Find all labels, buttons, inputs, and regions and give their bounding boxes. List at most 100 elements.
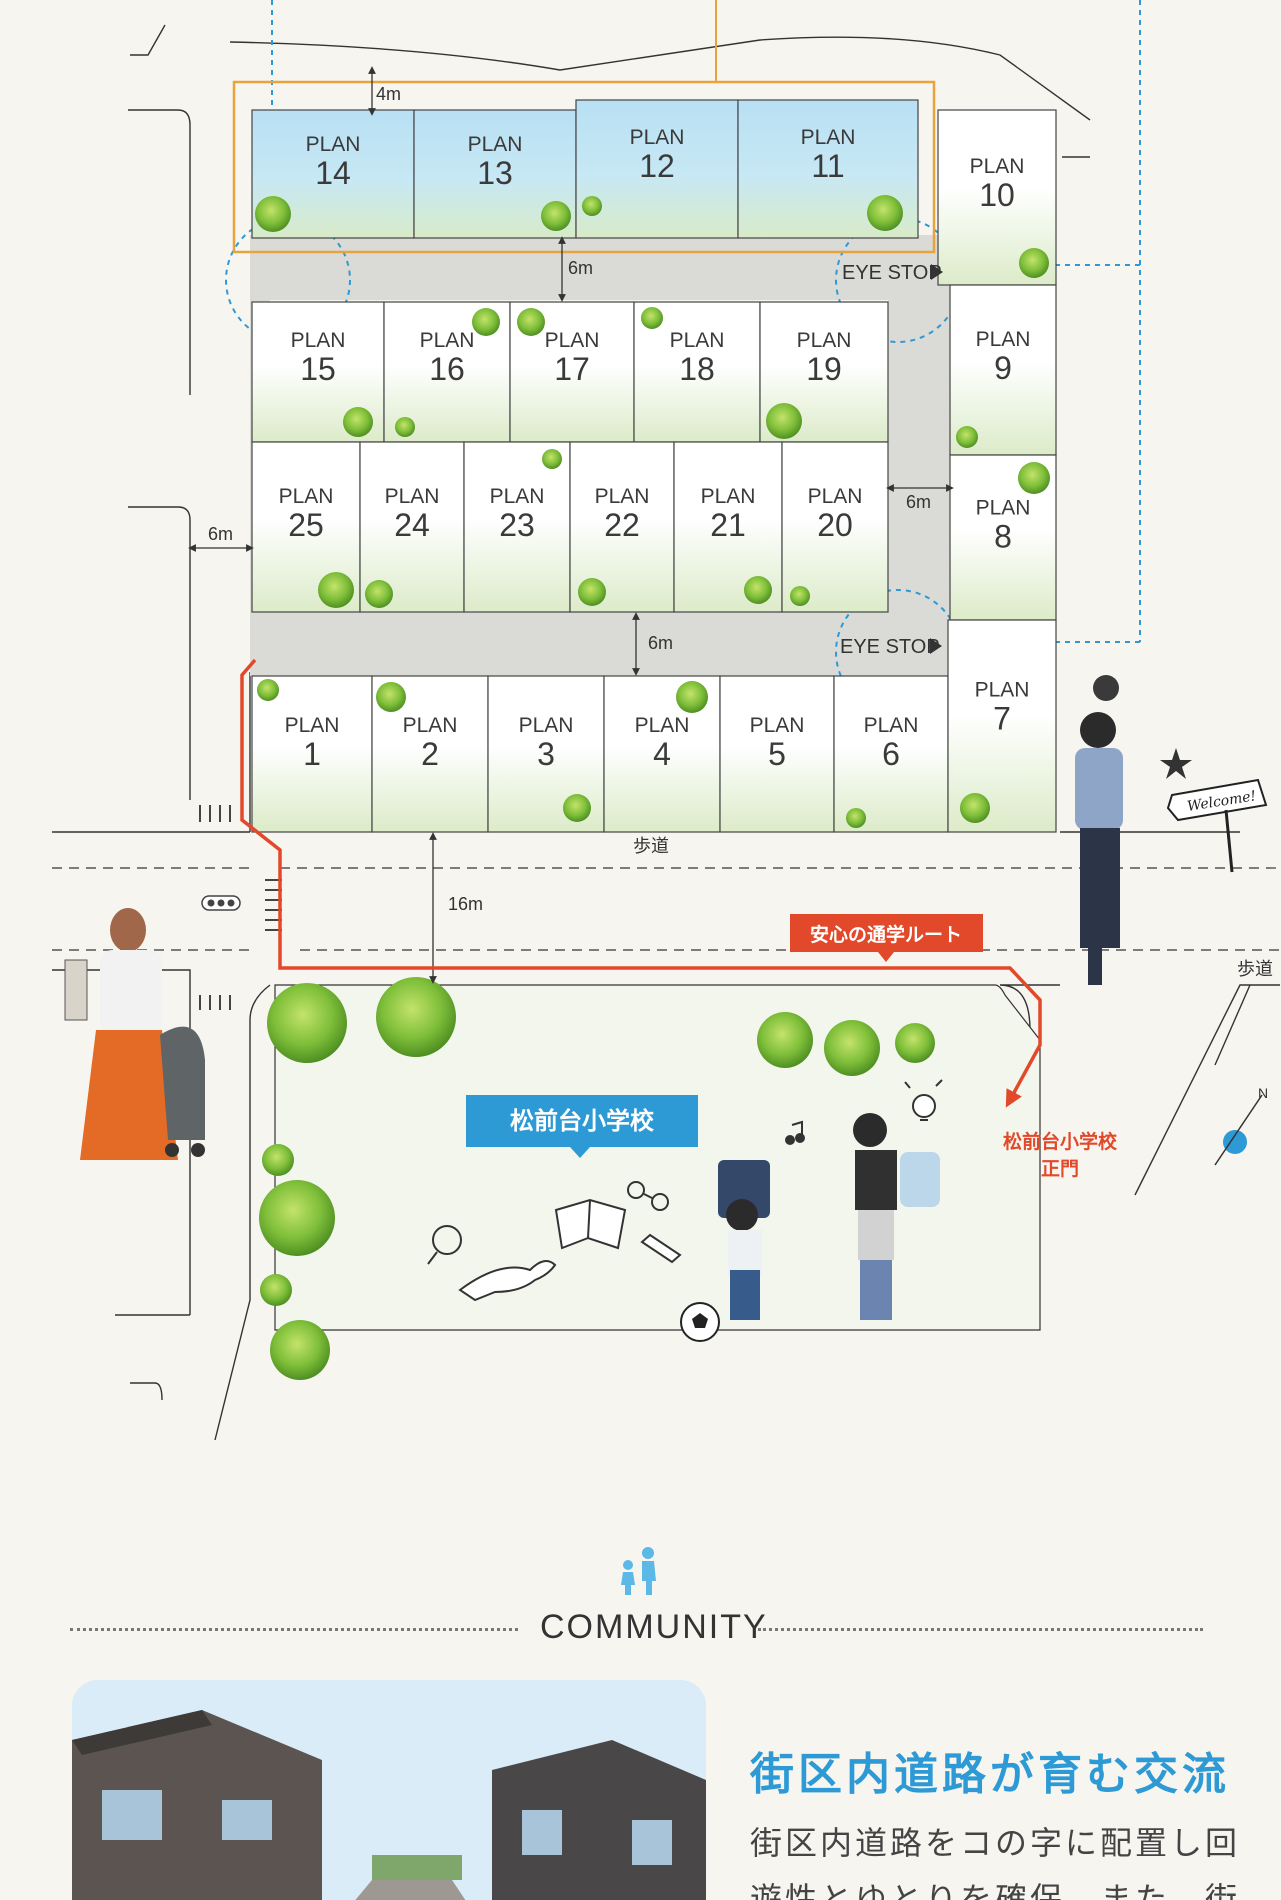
- sidewalk-label-a: 歩道: [633, 836, 669, 856]
- tree-icon: [259, 1180, 335, 1256]
- eye-stop-bottom-arrow-icon: [930, 638, 942, 654]
- plan-number: 5: [768, 736, 786, 772]
- plan-number: 8: [994, 518, 1012, 554]
- tree-icon: [790, 586, 810, 606]
- plan-number: 17: [554, 351, 590, 387]
- traffic-light-icon: [201, 895, 241, 911]
- tree-icon: [267, 983, 347, 1063]
- plan-label: PLAN: [701, 485, 756, 508]
- divider-right: [758, 1628, 1203, 1631]
- tree-icon: [395, 417, 415, 437]
- dimension-labels: 4m 6m 6m 6m 6m 16m 歩道 歩道: [208, 84, 1273, 979]
- tree-icon: [262, 1144, 294, 1176]
- gate-label: 松前台小学校 正門: [1003, 1130, 1118, 1180]
- plan-number: 25: [288, 507, 324, 543]
- plan-label: PLAN: [291, 329, 346, 352]
- school-badge: 松前台小学校: [466, 1095, 698, 1158]
- plan-label: PLAN: [279, 485, 334, 508]
- street-photo: [72, 1680, 706, 1900]
- tree-icon: [1019, 248, 1049, 278]
- dinosaur-icon: [458, 1260, 557, 1302]
- dim-16m: 16m: [448, 894, 483, 914]
- plan-label: PLAN: [630, 126, 685, 149]
- plan-number: 24: [394, 507, 430, 543]
- school-label: 松前台小学校: [510, 1107, 655, 1135]
- plan-number: 7: [993, 700, 1011, 736]
- eye-stop-top: EYE STOP: [842, 262, 942, 284]
- route-label: 安心の通学ルート: [810, 923, 962, 946]
- music-note-icon: [785, 1120, 805, 1145]
- plan-label: PLAN: [797, 329, 852, 352]
- plan-label: PLAN: [385, 485, 440, 508]
- plan-label: PLAN: [403, 714, 458, 737]
- star-icon: [1160, 748, 1192, 779]
- soccer-ball-icon: [680, 1302, 720, 1342]
- tree-icon: [578, 578, 606, 606]
- plan-label: PLAN: [595, 485, 650, 508]
- family-icon: [608, 1545, 668, 1595]
- tree-icon: [582, 196, 602, 216]
- lot-plot: [463, 441, 571, 613]
- dim-6m-right: 6m: [906, 492, 931, 512]
- lightbulb-icon: [904, 1079, 943, 1121]
- plan-number: 1: [303, 736, 321, 772]
- welcome-sign: Welcome!: [1166, 778, 1268, 873]
- plan-label: PLAN: [801, 126, 856, 149]
- tree-icon: [257, 679, 279, 701]
- tree-icon: [365, 580, 393, 608]
- plan-label: PLAN: [670, 329, 725, 352]
- plan-label: PLAN: [976, 496, 1031, 519]
- eye-stop-labels: EYE STOP EYE STOP: [840, 262, 943, 658]
- tree-icon: [766, 403, 802, 439]
- section-heading: 街区内道路が育む交流: [750, 1749, 1230, 1800]
- tree-icon: [255, 196, 291, 232]
- plan-number: 20: [817, 507, 853, 543]
- plan-number: 13: [477, 155, 513, 191]
- community-title: COMMUNITY: [540, 1608, 768, 1646]
- lot-plot: [719, 675, 835, 833]
- north-compass-icon: N: [1214, 1085, 1268, 1166]
- tree-icon: [376, 682, 406, 712]
- plan-label: PLAN: [306, 133, 361, 156]
- father-with-child: [1075, 675, 1123, 985]
- boy-with-backpack: [718, 1160, 770, 1320]
- plan-number: 11: [811, 148, 844, 184]
- plan-label: PLAN: [975, 678, 1030, 701]
- plan-number: 6: [882, 736, 900, 772]
- highlight-frame: [232, 80, 936, 254]
- plan-number: 23: [499, 507, 535, 543]
- plan-number: 12: [639, 148, 675, 184]
- tree-icon: [270, 1320, 330, 1380]
- plan-number: 2: [421, 736, 439, 772]
- dim-6m-left: 6m: [208, 524, 233, 544]
- tree-icon: [960, 793, 990, 823]
- gate-line2: 正門: [1041, 1158, 1079, 1180]
- tree-icon: [343, 407, 373, 437]
- plan-label: PLAN: [808, 485, 863, 508]
- lot-plot: [833, 675, 949, 833]
- tree-icon: [260, 1274, 292, 1306]
- trees: [255, 195, 1050, 1380]
- svg-text:N: N: [1258, 1085, 1268, 1101]
- tree-icon: [563, 794, 591, 822]
- lot-plot: [781, 441, 889, 613]
- plan-label: PLAN: [468, 133, 523, 156]
- tree-icon: [541, 201, 571, 231]
- tree-icon: [641, 307, 663, 329]
- lot-plot: [575, 99, 739, 239]
- plan-number: 10: [979, 177, 1015, 213]
- tree-icon: [472, 308, 500, 336]
- plan-label: PLAN: [420, 329, 475, 352]
- tree-icon: [318, 572, 354, 608]
- sidewalk-label-b: 歩道: [1237, 959, 1273, 979]
- pencil-icon: [640, 1233, 682, 1264]
- plan-number: 21: [710, 507, 746, 543]
- school-route-line: [240, 658, 1042, 1108]
